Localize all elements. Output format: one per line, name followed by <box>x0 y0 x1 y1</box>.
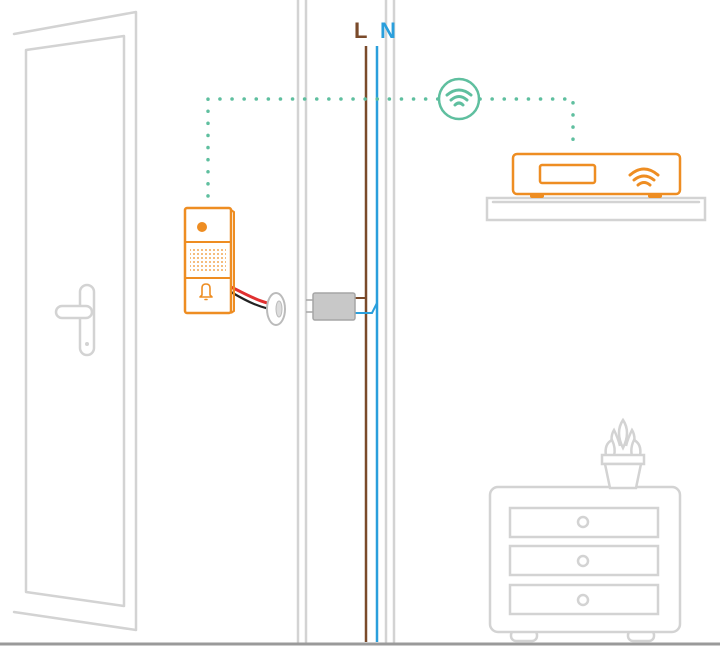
router-display <box>538 163 597 185</box>
door-frame <box>12 10 138 632</box>
router <box>485 152 707 222</box>
wifi-link <box>206 77 575 198</box>
potted-plant <box>600 417 646 490</box>
wifi-icon <box>628 167 660 187</box>
mains-wires: L N <box>354 18 396 642</box>
doorbell-camera <box>197 222 207 232</box>
doorbell <box>183 206 235 315</box>
plant-pot <box>603 462 643 490</box>
wall-shelf <box>485 196 707 222</box>
door <box>12 10 138 632</box>
neutral-wire-label: N <box>380 18 396 43</box>
bell-icon <box>199 283 213 301</box>
plant-pot-rim <box>600 453 646 466</box>
wifi-icon <box>437 77 481 121</box>
door-handle <box>54 283 96 357</box>
wall <box>296 0 396 644</box>
doorbell-speaker-grille <box>190 247 226 273</box>
dresser <box>488 485 682 643</box>
door-panel <box>24 34 126 608</box>
power-module <box>312 292 356 321</box>
doorbell-wiring <box>230 285 378 326</box>
live-wire-label: L <box>354 18 367 43</box>
